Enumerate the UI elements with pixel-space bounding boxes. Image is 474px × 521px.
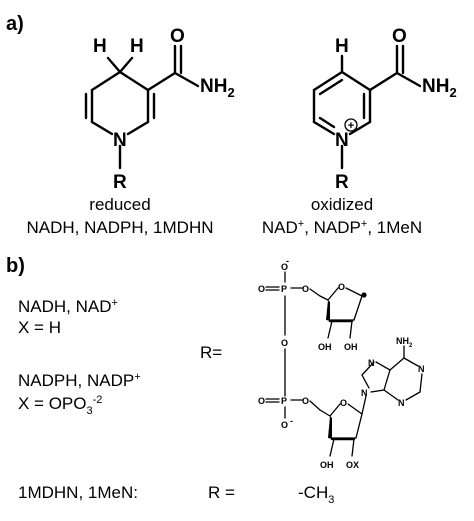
reduced-ring-n: N <box>113 130 127 151</box>
oxidized-caption: oxidized <box>311 195 373 214</box>
positive-charge-circle <box>344 118 358 132</box>
panel-b-label: b) <box>6 255 25 277</box>
panel-a-label: a) <box>6 13 24 35</box>
group3-methyl: -CH3 <box>298 483 334 506</box>
r-equals-label: R= <box>200 343 222 362</box>
ribose1-oh-right: OH <box>344 342 358 352</box>
ribose2-oh: OH <box>320 460 334 470</box>
group2-names: NADPH, NADP+ <box>18 371 141 390</box>
oxidized-amide-nh: NH2 <box>422 76 457 100</box>
r-group-structure: O - P O O O O OH OH P O O O <box>258 256 425 470</box>
reduced-amide-o: O <box>170 26 185 47</box>
oxidized-h: H <box>335 36 349 57</box>
adenine-n1: N <box>418 364 425 374</box>
reduced-compound-names: NADH, NADPH, 1MDHN <box>26 218 213 237</box>
ribose2-ox: OX <box>346 460 359 470</box>
reduced-amide-nh: NH2 <box>200 76 235 100</box>
adenine-n3: N <box>398 398 405 408</box>
adenine-n7: N <box>368 358 375 368</box>
reduced-h-right: H <box>130 36 144 57</box>
phosphate2-minus: - <box>290 416 293 426</box>
ribose1-oh-left: OH <box>318 342 332 352</box>
group3-r: R = <box>208 483 235 502</box>
group2-x: X = OPO3-2 <box>18 394 102 417</box>
reduced-h-left: H <box>93 36 107 57</box>
adenine-n9: N <box>361 388 368 398</box>
reduced-caption: reduced <box>89 195 150 214</box>
phosphate1-minus: - <box>286 256 289 266</box>
oxidized-ring-n: N <box>335 130 349 151</box>
phosphate2-o-minus: O <box>281 420 288 430</box>
phosphate1-o-double: O <box>258 284 265 294</box>
bridge-o: O <box>281 338 288 348</box>
oxidized-structure: H O NH2 N + R <box>312 26 457 193</box>
phosphate1-p: P <box>281 284 287 294</box>
group3-names: 1MDHN, 1MeN: <box>18 483 138 502</box>
phosphate2-o-ester: O <box>302 396 309 406</box>
phosphate1-o-ester: O <box>302 284 309 294</box>
positive-charge-sign: + <box>348 120 354 132</box>
phosphate1-o-minus: O <box>281 262 288 272</box>
phosphate2-p: P <box>281 396 287 406</box>
oxidized-amide-o: O <box>392 26 407 47</box>
phosphate2-o-double: O <box>258 396 265 406</box>
reduced-r: R <box>113 172 127 193</box>
ribose1-attachment-dot <box>361 292 367 298</box>
group1-x: X = H <box>18 318 61 337</box>
group1-names: NADH, NAD+ <box>18 297 118 316</box>
oxidized-r: R <box>335 172 349 193</box>
oxidized-compound-names: NAD+, NADP+, 1MeN <box>262 218 422 237</box>
ribose1-ring-o: O <box>338 282 345 292</box>
adenine-nh2: NH2 <box>396 336 413 349</box>
ribose2-ring-o: O <box>340 398 347 408</box>
reduced-structure: H H O NH2 N R <box>84 26 235 193</box>
